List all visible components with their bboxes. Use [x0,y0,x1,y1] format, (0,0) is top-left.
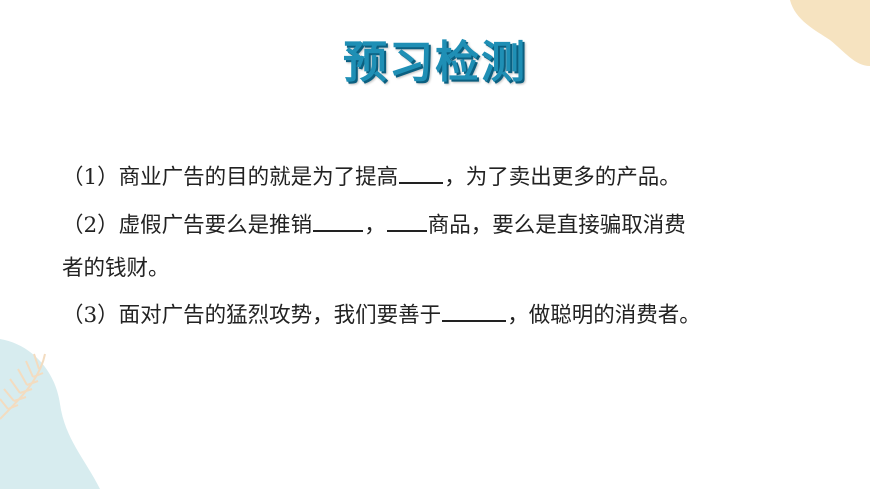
question-3-text-after: ，做聪明的消费者。 [507,303,701,328]
answer-blank-1 [399,164,444,184]
answer-blank-2a [313,212,364,232]
answer-blank-2b [386,212,427,232]
question-3: （3）面对广告的猛烈攻势，我们要善于 ，做聪明的消费者。 [62,302,701,327]
question-2: （2）虚假广告要么是推销 ， 商品，要么是直接骗取消费 [62,212,686,237]
answer-blank-3 [442,302,507,322]
question-1-text-before: （1）商业广告的目的就是为了提高 [62,165,399,190]
question-1-text-after: ，为了卖出更多的产品。 [444,165,681,190]
question-2-text-after: 商品，要么是直接骗取消费 [427,213,686,238]
page-title: 预习检测 [343,37,527,88]
question-3-text-before: （3）面对广告的猛烈攻势，我们要善于 [62,303,442,328]
question-1: （1）商业广告的目的就是为了提高 ，为了卖出更多的产品。 [62,164,681,189]
question-2-continuation: 者的钱财。 [62,256,170,281]
question-2-text-middle: ， [364,213,386,238]
question-2-text-before: （2）虚假广告要么是推销 [62,213,313,238]
